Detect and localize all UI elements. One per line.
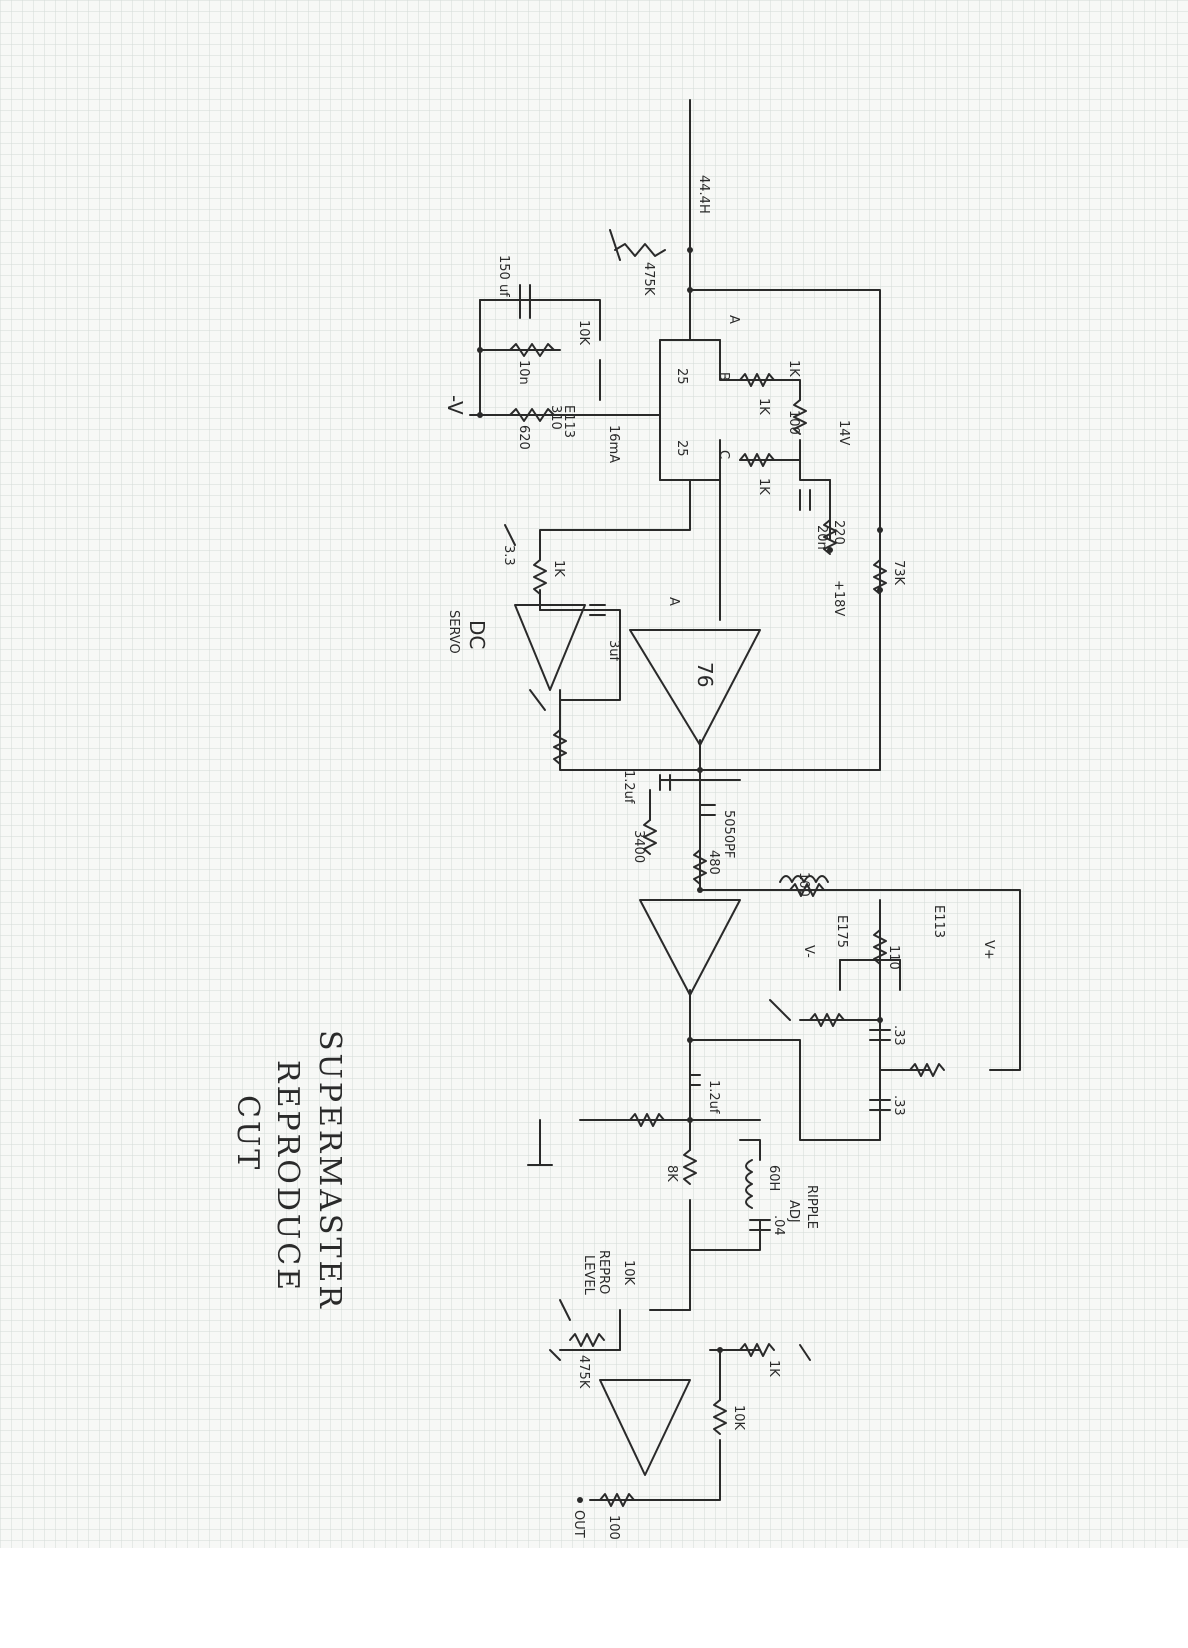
label-c-tant: 150 uf xyxy=(496,255,511,297)
label-e175: E175 xyxy=(834,915,849,948)
graph-paper-grid xyxy=(0,0,1188,1548)
label-pot-100: 100 xyxy=(786,410,801,435)
label-r-10k-fb: 10K xyxy=(731,1405,746,1431)
label-r-8k: 8K xyxy=(664,1165,679,1182)
nodes xyxy=(477,247,883,1503)
label-dc-servo-1: DC xyxy=(465,620,489,649)
label-c-3uf: 3uf xyxy=(606,640,621,662)
label-input-source: 44.4H xyxy=(696,175,711,214)
label-r-1k-fb: 1K xyxy=(766,1360,781,1377)
capacitors xyxy=(519,284,891,1231)
label-r-10n: 10n xyxy=(516,360,531,385)
label-r-in: 475K xyxy=(641,262,656,296)
title-line-2: REPRODUCE xyxy=(270,1060,305,1293)
label-r-1k-servo: 1K xyxy=(551,560,566,577)
label-l-60h: 60H xyxy=(766,1165,781,1191)
label-v-minus: V- xyxy=(801,945,816,958)
label-c-1-2uf-b: 1.2uf xyxy=(706,1080,721,1114)
label-c-04: .04 xyxy=(771,1215,786,1236)
label-r-1k-b: 1K xyxy=(756,398,771,415)
label-c-33b: .33 xyxy=(891,1095,906,1116)
label-ripple-2: ADJ xyxy=(786,1200,801,1223)
label-c-1-2uf-a: 1.2uf xyxy=(621,770,636,804)
label-r-220: 220 xyxy=(831,520,846,545)
label-dc-servo-2: SERVO xyxy=(446,610,461,654)
label-repro-1: REPRO xyxy=(596,1250,611,1294)
label-r-480: 480 xyxy=(706,850,721,875)
label-q-25-bot: 25 xyxy=(674,440,689,457)
label-r-out: 100 xyxy=(606,1515,621,1540)
label-r-100: 100 xyxy=(796,872,811,897)
label-pot-110: 110 xyxy=(886,945,901,970)
label-r-73k: 73K xyxy=(891,560,906,586)
opamp-second-stage xyxy=(639,899,741,996)
label-v-18: +18V xyxy=(831,580,846,616)
label-jfet-310: 310 xyxy=(548,405,563,430)
label-c-33a: .33 xyxy=(891,1025,906,1046)
label-r-10k-top: 10K xyxy=(576,320,591,346)
label-c-20n: 20n xyxy=(814,525,829,550)
label-out: OUT xyxy=(571,1510,586,1538)
label-i-16ma: 16mA xyxy=(606,425,621,463)
label-node-b: B xyxy=(716,372,731,381)
opamp-output xyxy=(599,1379,691,1476)
label-repro-2: LEVEL xyxy=(581,1255,596,1296)
label-node-c: C xyxy=(716,450,731,459)
title-line-3: CUT xyxy=(230,1095,265,1172)
grounds xyxy=(504,229,811,1361)
label-r-1k-c: 1K xyxy=(756,478,771,495)
label-v-plus: V+ xyxy=(981,940,996,960)
label-r-3-3: 3.3 xyxy=(501,545,516,566)
label-e113-b: E113 xyxy=(931,905,946,938)
label-pot-10k: 10K xyxy=(621,1260,636,1286)
label-a-op: A xyxy=(666,597,681,606)
label-r-3400: 3400 xyxy=(631,830,646,863)
label-a-top: A xyxy=(726,315,741,324)
component-labels: 44.4H 475K 150 uf 10K 10n E113 310 16mA … xyxy=(443,175,996,1540)
title-line-1: SUPERMASTER xyxy=(312,1030,347,1311)
label-r-1k-a: 1K xyxy=(786,360,801,377)
label-r-620: 620 xyxy=(516,425,531,450)
resistors xyxy=(509,243,945,1507)
label-c-5050: 5050PF xyxy=(721,810,736,858)
label-ripple-1: RIPPLE xyxy=(804,1185,819,1229)
opamp-dc-servo xyxy=(514,604,586,691)
schematic-drawing: 44.4H 475K 150 uf 10K 10n E113 310 16mA … xyxy=(0,0,1188,1548)
schematic-sheet: 44.4H 475K 150 uf 10K 10n E113 310 16mA … xyxy=(0,0,1188,1548)
label-v-14: 14V xyxy=(836,420,851,446)
opamp-76 xyxy=(629,629,761,746)
label-op-76: 76 xyxy=(693,662,717,687)
label-r-475k-b: 475K xyxy=(576,1355,591,1389)
label-q-25-top: 25 xyxy=(674,368,689,385)
label-jfet-e113: E113 xyxy=(561,405,576,438)
title-block: SUPERMASTER REPRODUCE CUT xyxy=(230,1030,347,1311)
label-neg-v: -V xyxy=(443,395,467,415)
wiring xyxy=(469,99,1021,1501)
inductors xyxy=(745,875,829,1209)
